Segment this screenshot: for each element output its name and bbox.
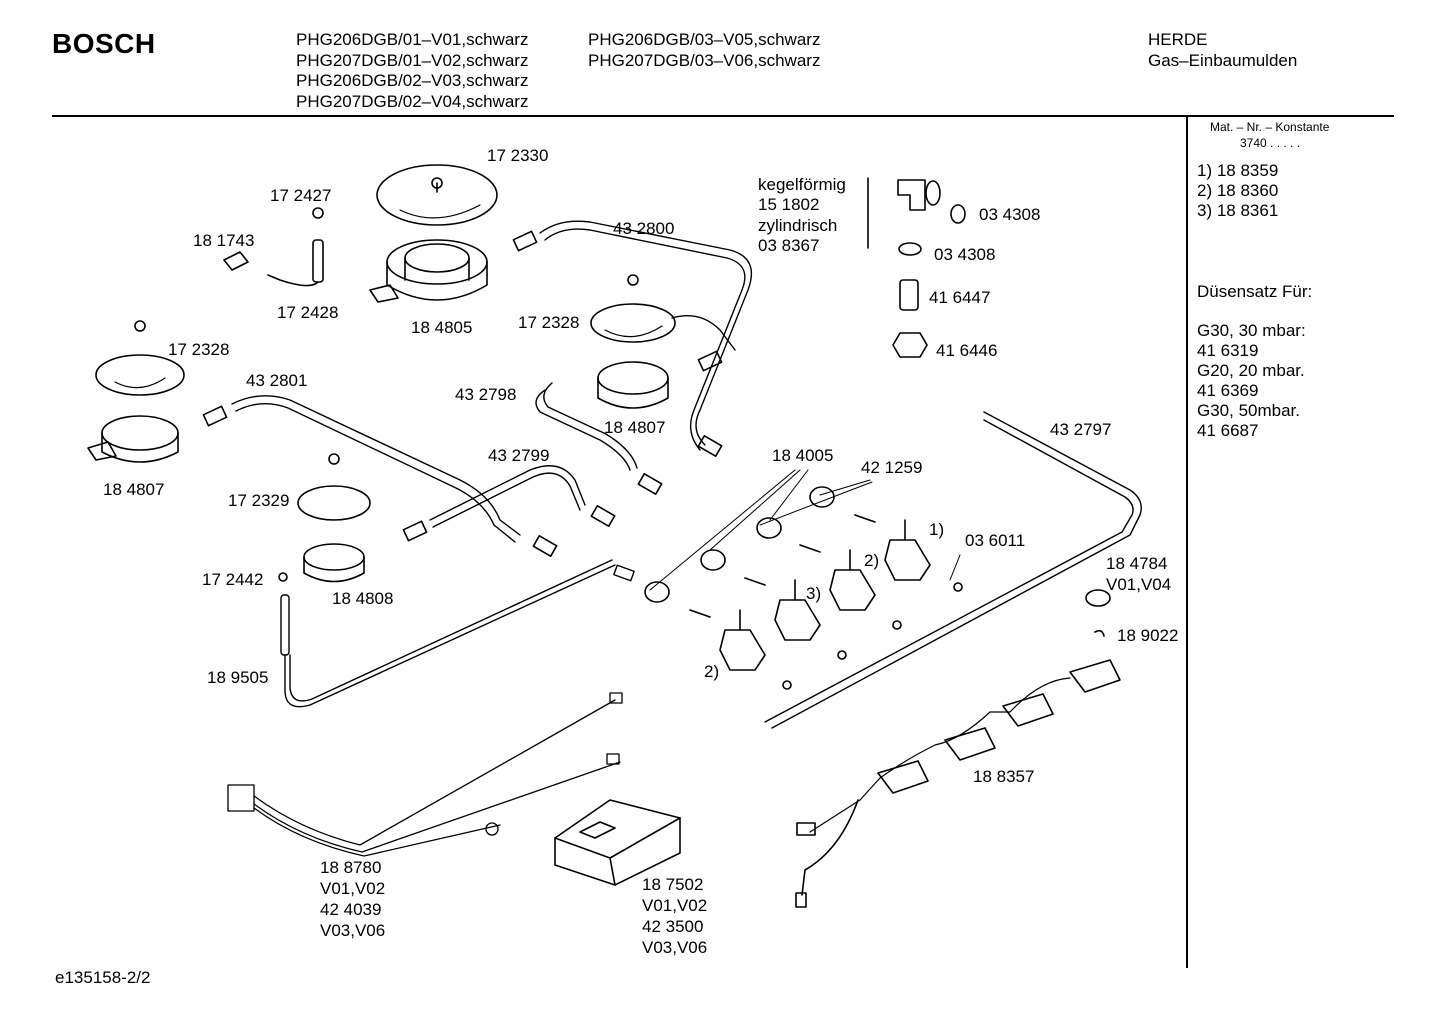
part-label: 17 2328 — [168, 340, 230, 359]
grommet-icon — [1085, 589, 1111, 607]
washer-icon — [312, 207, 324, 219]
elbow-connector — [867, 177, 966, 358]
duesensatz-title: Düsensatz Für: — [1197, 282, 1313, 301]
part-label: 42 1259 — [861, 458, 923, 477]
part-label: 41 6447 — [929, 288, 991, 307]
part-label: 42 4039 — [320, 900, 382, 919]
part-label: 18 4805 — [411, 318, 473, 337]
duesensatz-item: 41 6319 — [1197, 341, 1259, 360]
part-label: 17 2428 — [277, 303, 339, 322]
part-label: kegelförmig — [758, 175, 846, 194]
model-item: PHG206DGB/01–V01,schwarz — [296, 30, 529, 49]
part-label: 03 4308 — [934, 245, 996, 264]
brand-logo: BOSCH — [52, 28, 156, 59]
duesensatz-item: G20, 20 mbar. — [1197, 361, 1305, 380]
part-label: 03 6011 — [965, 531, 1026, 550]
burner-small — [278, 453, 371, 583]
part-label: V01,V02 — [642, 896, 708, 915]
part-label: V01,V02 — [320, 879, 386, 898]
category-title: HERDE — [1148, 30, 1208, 49]
spring-clip-icon — [1094, 629, 1105, 637]
part-label: 18 4808 — [332, 589, 394, 608]
duesensatz-item: G30, 30 mbar: — [1197, 321, 1306, 340]
model-item: PHG207DGB/01–V02,schwarz — [296, 50, 529, 70]
burner-body-large — [369, 239, 488, 303]
duesensatz-list: G30, 30 mbar: 41 6319 G20, 20 mbar. 41 6… — [1197, 321, 1306, 441]
ref-marker: 3) — [806, 584, 822, 603]
leader-lines — [649, 469, 961, 591]
model-item: PHG206DGB/02–V03,schwarz — [296, 71, 529, 90]
ref-item: 3) 18 8361 — [1197, 201, 1279, 220]
part-label: 42 3500 — [642, 917, 704, 936]
part-label: 43 2798 — [455, 385, 517, 404]
part-label: V03,V06 — [320, 921, 386, 940]
thermocouple — [280, 559, 635, 708]
burner-middle — [590, 274, 676, 409]
nozzle-fittings — [202, 230, 723, 557]
part-label: 17 2328 — [518, 313, 580, 332]
wiring-harness — [227, 692, 623, 857]
part-label: 18 9505 — [207, 668, 269, 687]
burner-left — [87, 320, 185, 463]
mat-header: Mat. – Nr. – Konstante — [1210, 120, 1330, 134]
ignition-electrode — [267, 239, 324, 287]
part-label: 41 6446 — [936, 341, 998, 360]
ref-marker: 2) — [704, 662, 720, 681]
duesensatz-item: G30, 50mbar. — [1197, 401, 1301, 420]
ref-item: 1) 18 8359 — [1197, 161, 1279, 180]
doc-id: e135158-2/2 — [55, 968, 151, 987]
part-label: 43 2797 — [1050, 420, 1112, 439]
part-label: 18 4807 — [103, 480, 165, 499]
sidebar-divider — [1186, 116, 1188, 968]
model-item: PHG206DGB/03–V05,schwarz — [588, 30, 821, 49]
part-label: 18 9022 — [1117, 626, 1179, 645]
gas-pipes — [231, 220, 1142, 729]
ref-marker: 2) — [864, 551, 880, 570]
part-label: V01,V04 — [1106, 575, 1172, 594]
part-label: 43 2801 — [246, 371, 308, 390]
part-label: 18 7502 — [642, 875, 704, 894]
duesensatz-item: 41 6369 — [1197, 381, 1259, 400]
part-label: 17 2329 — [228, 491, 290, 510]
subcategory-title: Gas–Einbaumulden — [1148, 50, 1298, 70]
part-label: 17 2330 — [487, 146, 549, 165]
part-label: 03 4308 — [979, 205, 1041, 224]
part-label: 15 1802 — [758, 195, 820, 214]
part-label: V03,V06 — [642, 938, 708, 957]
spark-generator — [554, 799, 681, 886]
part-label: 17 2427 — [270, 186, 332, 205]
ref-item: 2) 18 8360 — [1197, 181, 1279, 200]
part-label: 18 4807 — [604, 418, 666, 437]
model-list-1: PHG206DGB/01–V01,schwarz PHG207DGB/01–V0… — [296, 30, 528, 112]
part-label: 43 2800 — [613, 219, 675, 238]
gas-taps — [644, 486, 963, 690]
burner-cap-large — [376, 164, 498, 226]
mat-value: 3740 . . . . . — [1240, 136, 1301, 150]
ref-list: 1) 18 8359 2) 18 8360 3) 18 8361 — [1197, 161, 1278, 221]
category-block: HERDE Gas–Einbaumulden — [1148, 30, 1297, 71]
part-label: 03 8367 — [758, 236, 820, 255]
ref-marker: 1) — [929, 520, 945, 539]
part-label: zylindrisch — [758, 216, 838, 235]
part-label: 17 2442 — [202, 570, 264, 589]
part-label: 18 4784 — [1106, 554, 1168, 573]
duesensatz-item: 41 6687 — [1197, 421, 1259, 440]
part-label: 18 4005 — [772, 446, 834, 465]
part-label: 18 8357 — [973, 767, 1035, 786]
header-divider — [52, 115, 1394, 117]
part-label: 18 8780 — [320, 858, 382, 877]
ignition-switches — [795, 659, 1121, 908]
part-label: 43 2799 — [488, 446, 550, 465]
model-item: PHG207DGB/03–V06,schwarz — [588, 50, 821, 70]
model-item: PHG207DGB/02–V04,schwarz — [296, 91, 529, 111]
model-list-2: PHG206DGB/03–V05,schwarz PHG207DGB/03–V0… — [588, 30, 820, 71]
part-label: 18 1743 — [193, 231, 255, 250]
clip-icon — [223, 251, 249, 271]
